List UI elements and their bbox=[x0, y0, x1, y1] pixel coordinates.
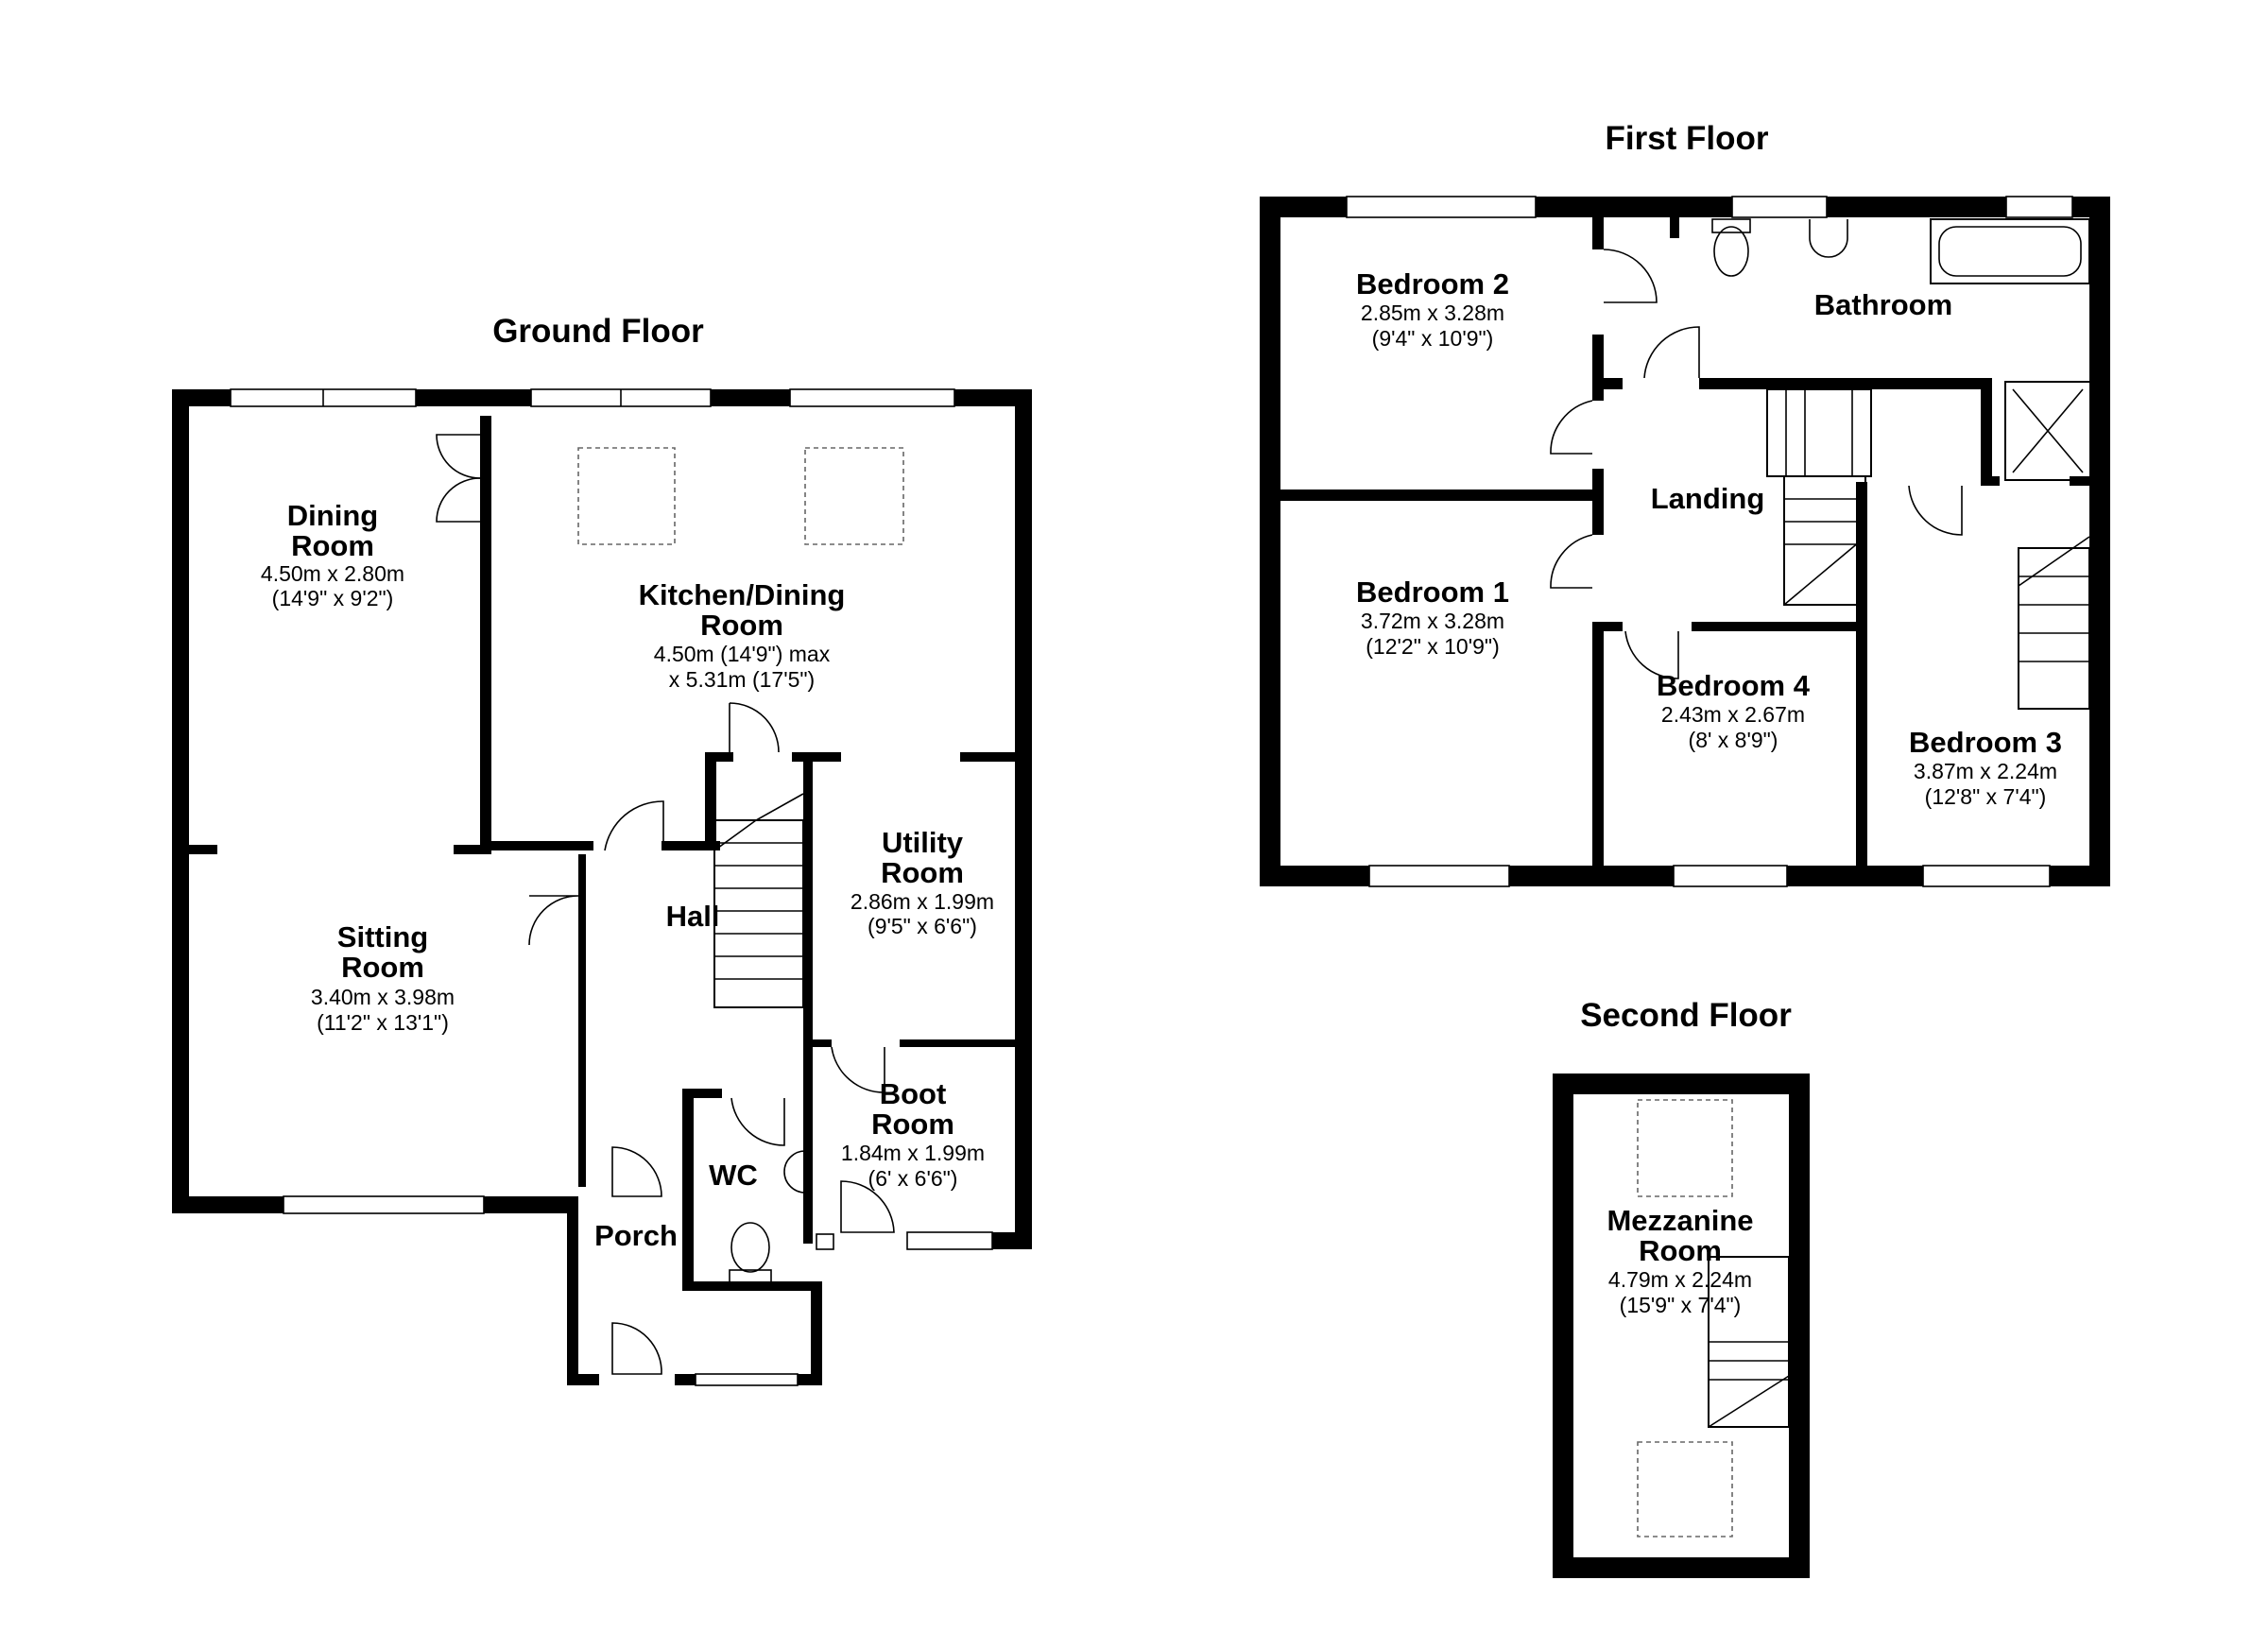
bedroom-2-name: Bedroom 2 bbox=[1356, 267, 1509, 301]
dining-room-dim-2: (14'9" x 9'2") bbox=[272, 586, 394, 610]
utility-room-dim-2: (9'5" x 6'6") bbox=[868, 914, 977, 938]
kitchen-dim-1: 4.50m (14'9") max bbox=[654, 642, 831, 666]
toilet-icon bbox=[1713, 226, 1749, 277]
first-floor-fixtures bbox=[1711, 218, 2091, 481]
wc-name: WC bbox=[709, 1159, 758, 1192]
first-floor-windows bbox=[1346, 196, 2073, 887]
toilet-icon bbox=[730, 1222, 770, 1273]
shower-icon bbox=[2004, 381, 2091, 481]
dining-room-name-2: Room bbox=[291, 529, 374, 562]
porch-name: Porch bbox=[594, 1219, 678, 1252]
second-floor-title: Second Floor bbox=[1580, 997, 1792, 1034]
bedroom-3-name: Bedroom 3 bbox=[1909, 726, 2062, 759]
mezzanine-name-1: Mezzanine bbox=[1606, 1204, 1753, 1237]
basin-icon bbox=[783, 1150, 806, 1194]
bath-icon bbox=[1930, 218, 2090, 284]
sitting-room-dim-1: 3.40m x 3.98m bbox=[311, 985, 455, 1009]
ground-floor-windows bbox=[230, 388, 993, 1386]
boot-room-dim-1: 1.84m x 1.99m bbox=[841, 1141, 985, 1165]
utility-room-name-1: Utility bbox=[882, 826, 964, 859]
ground-floor-labels: Dining Room 4.50m x 2.80m (14'9" x 9'2")… bbox=[261, 499, 994, 1252]
bathroom-name: Bathroom bbox=[1814, 288, 1952, 321]
landing-name: Landing bbox=[1651, 482, 1765, 515]
boot-room-name-2: Room bbox=[871, 1108, 954, 1141]
mezzanine-name-2: Room bbox=[1639, 1234, 1722, 1267]
ground-floor-plan: Ground Floor bbox=[172, 313, 1032, 1386]
utility-room-dim-1: 2.86m x 1.99m bbox=[850, 889, 994, 914]
bedroom-4-name: Bedroom 4 bbox=[1657, 669, 1811, 702]
bedroom-3-dim-2: (12'8" x 7'4") bbox=[1925, 784, 2047, 809]
ground-floor-fixtures bbox=[577, 447, 904, 1284]
boot-room-name-1: Boot bbox=[880, 1077, 947, 1110]
sitting-room-name-2: Room bbox=[341, 951, 424, 984]
sitting-room-name-1: Sitting bbox=[337, 920, 428, 953]
second-floor-walls bbox=[1553, 1074, 1810, 1578]
bedroom-1-name: Bedroom 1 bbox=[1356, 575, 1509, 609]
second-floor-plan: Second Floor Mezzanine Room 4.79m x 2.24… bbox=[1553, 997, 1810, 1578]
skylight-icon bbox=[1637, 1441, 1733, 1537]
second-floor-labels: Mezzanine Room 4.79m x 2.24m (15'9" x 7'… bbox=[1606, 1204, 1753, 1317]
dining-room-name-1: Dining bbox=[287, 499, 378, 532]
sitting-room-dim-2: (11'2" x 13'1") bbox=[317, 1010, 449, 1035]
bedroom-1-dim-2: (12'2" x 10'9") bbox=[1366, 634, 1499, 659]
kitchen-dim-2: x 5.31m (17'5") bbox=[669, 667, 815, 692]
ground-floor-doors bbox=[436, 434, 895, 1375]
bedroom-4-dim-1: 2.43m x 2.67m bbox=[1661, 702, 1805, 727]
mezzanine-dim-2: (15'9" x 7'4") bbox=[1620, 1293, 1742, 1317]
bedroom-2-dim-2: (9'4" x 10'9") bbox=[1372, 326, 1494, 351]
ground-floor-stairs bbox=[713, 793, 804, 1008]
second-floor-fixtures bbox=[1637, 1099, 1790, 1537]
utility-room-name-2: Room bbox=[881, 856, 964, 889]
skylight-icon bbox=[1637, 1099, 1733, 1197]
first-floor-walls bbox=[1260, 197, 2110, 886]
bedroom-4-dim-2: (8' x 8'9") bbox=[1689, 728, 1778, 752]
skylight-icon bbox=[804, 447, 904, 545]
ground-floor-title: Ground Floor bbox=[492, 313, 704, 350]
hall-name: Hall bbox=[666, 900, 720, 933]
bedroom-1-dim-1: 3.72m x 3.28m bbox=[1361, 609, 1504, 633]
bedroom-2-dim-1: 2.85m x 3.28m bbox=[1361, 301, 1504, 325]
first-floor-stairs bbox=[1766, 388, 2090, 710]
first-floor-plan: First Floor bbox=[1260, 120, 2110, 887]
dining-room-dim-1: 4.50m x 2.80m bbox=[261, 561, 404, 586]
basin-icon bbox=[1809, 219, 1848, 258]
first-floor-title: First Floor bbox=[1605, 120, 1768, 157]
kitchen-name-1: Kitchen/Dining bbox=[639, 578, 846, 611]
first-floor-doors bbox=[1550, 249, 1963, 679]
first-floor-labels: Bedroom 2 2.85m x 3.28m (9'4" x 10'9") B… bbox=[1356, 267, 2062, 809]
skylight-icon bbox=[577, 447, 676, 545]
boot-room-dim-2: (6' x 6'6") bbox=[868, 1166, 958, 1191]
bedroom-3-dim-1: 3.87m x 2.24m bbox=[1914, 759, 2057, 783]
mezzanine-dim-1: 4.79m x 2.24m bbox=[1608, 1267, 1752, 1292]
kitchen-name-2: Room bbox=[700, 609, 783, 642]
